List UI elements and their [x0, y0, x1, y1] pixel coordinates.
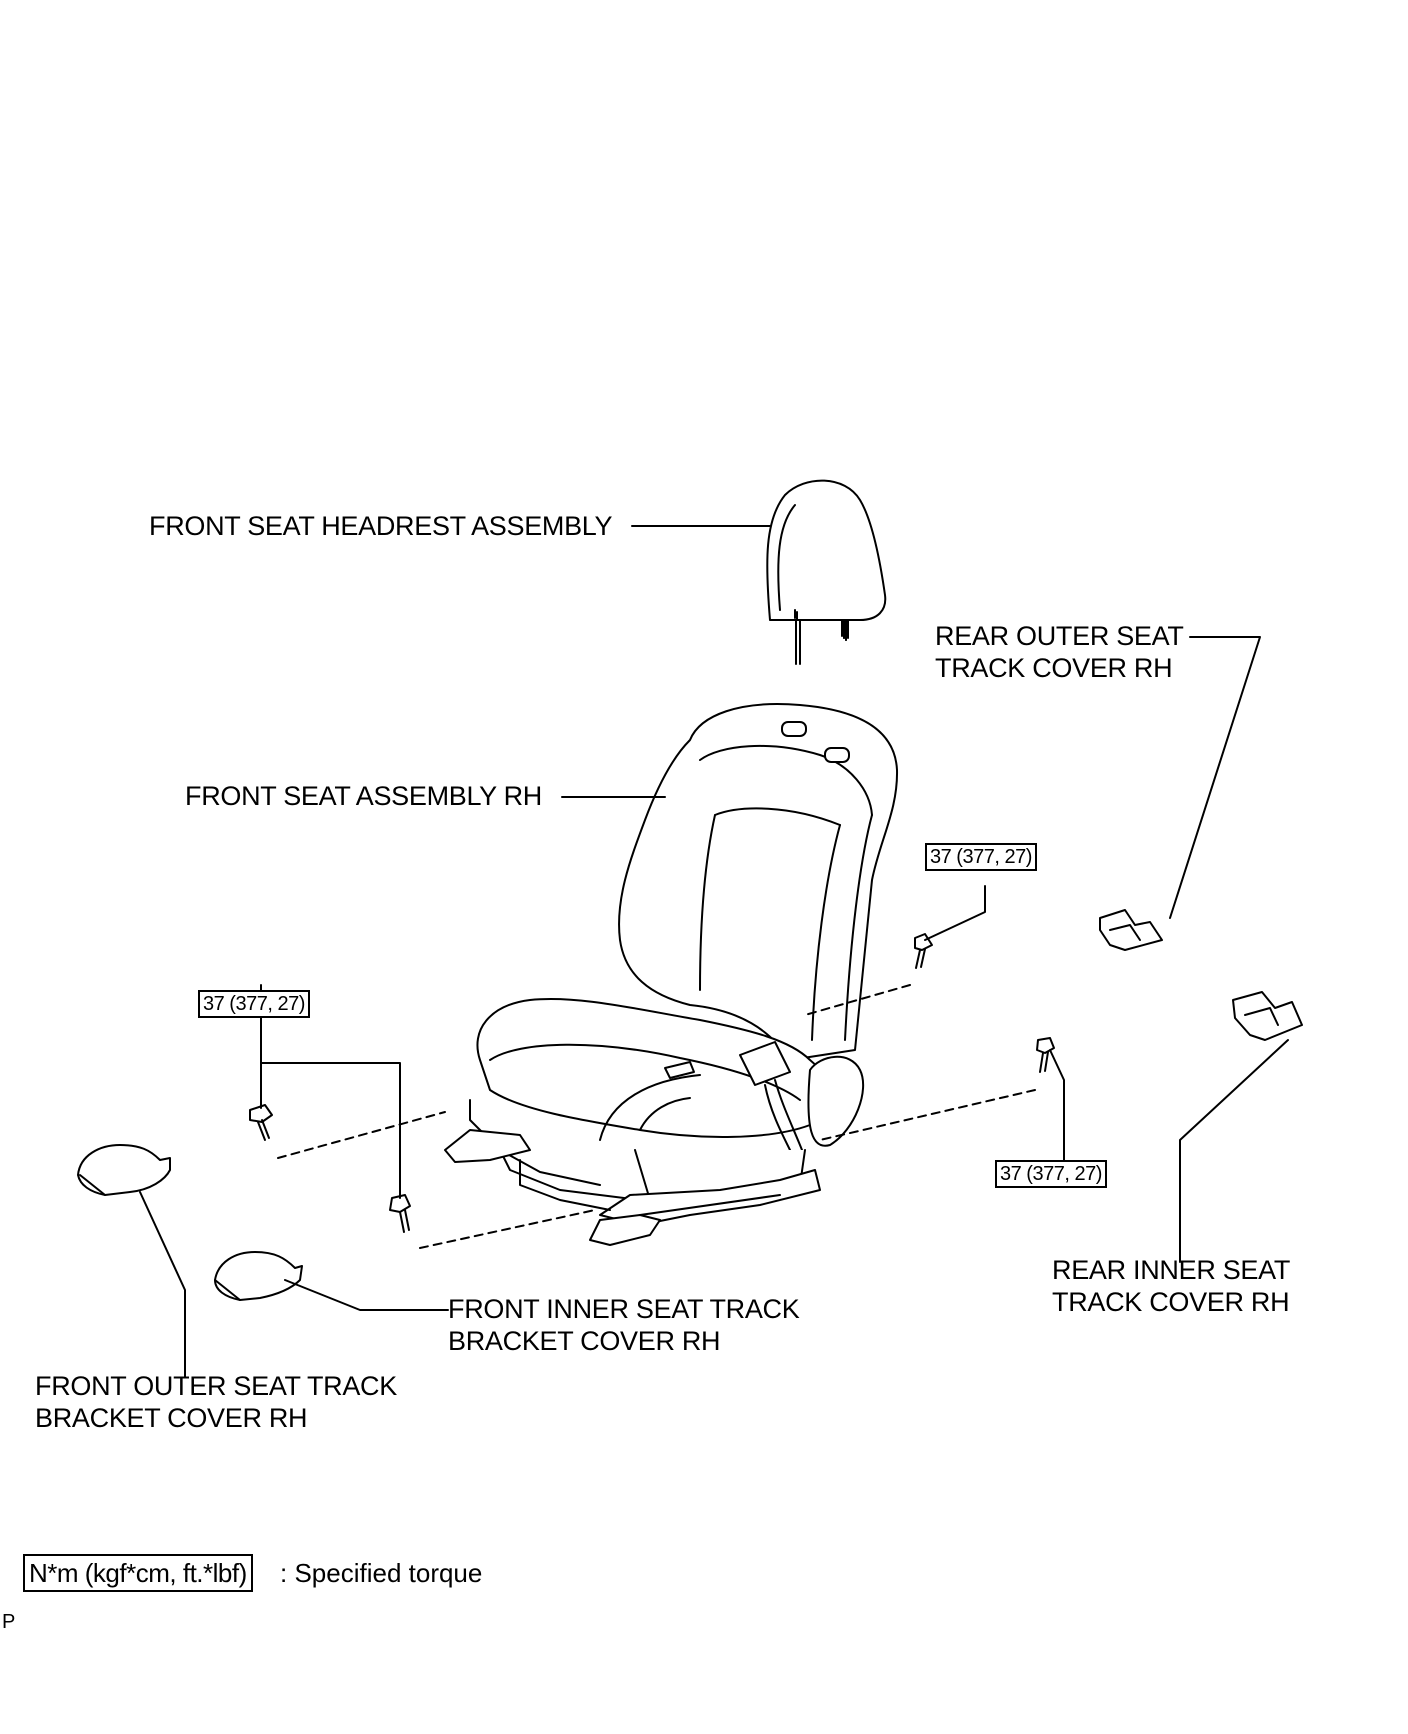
torque-box-left: 37 (377, 27): [198, 990, 310, 1018]
torque-units-legend-box: N*m (kgf*cm, ft.*lbf): [23, 1554, 253, 1592]
bolt-path-lines: [277, 984, 1036, 1249]
torque-box-upper-right: 37 (377, 27): [925, 843, 1037, 871]
front-seat-illustration: [444, 703, 899, 1246]
seat-assembly-label: FRONT SEAT ASSEMBLY RH: [185, 781, 543, 811]
figure-code: P: [2, 1611, 16, 1633]
front-inner-bracket-cover-illustration: [214, 1251, 303, 1301]
rear-outer-track-cover-label-line2: TRACK COVER RH: [935, 653, 1173, 683]
front-outer-bracket-cover-label-line2: BRACKET COVER RH: [35, 1403, 308, 1433]
bolts: [249, 933, 1055, 1233]
rear-inner-track-cover-illustration: [1232, 991, 1303, 1041]
rear-inner-track-cover-label-line2: TRACK COVER RH: [1052, 1287, 1290, 1317]
front-inner-bracket-cover-label-line2: BRACKET COVER RH: [448, 1326, 721, 1356]
front-inner-bracket-cover-label-line1: FRONT INNER SEAT TRACK: [448, 1294, 800, 1324]
headrest-label: FRONT SEAT HEADREST ASSEMBLY: [149, 511, 613, 541]
torque-legend-description: : Specified torque: [280, 1558, 483, 1588]
front-outer-bracket-cover-label-line1: FRONT OUTER SEAT TRACK: [35, 1371, 397, 1401]
rear-outer-track-cover-label-line1: REAR OUTER SEAT: [935, 621, 1184, 651]
headrest-illustration: [766, 479, 887, 665]
rear-inner-track-cover-label-line1: REAR INNER SEAT: [1052, 1255, 1291, 1285]
leader-lines: [139, 525, 1289, 1378]
torque-box-lower-right: 37 (377, 27): [995, 1160, 1107, 1188]
rear-outer-track-cover-illustration: [1099, 909, 1163, 951]
front-outer-bracket-cover-illustration: [77, 1144, 171, 1196]
